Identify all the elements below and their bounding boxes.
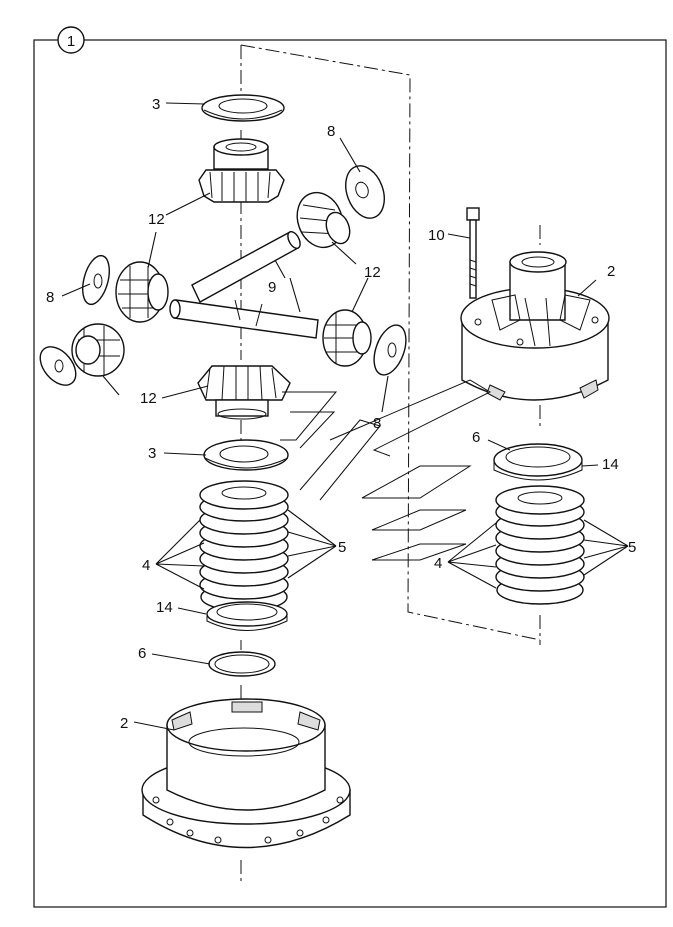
spacer-ring-left xyxy=(206,601,288,631)
pinion-gear-right xyxy=(322,309,372,367)
callout-2-right: 2 xyxy=(607,263,615,280)
callout-6-right: 6 xyxy=(472,429,480,446)
callout-8-top-right: 8 xyxy=(327,123,335,140)
callout-14-left: 14 xyxy=(156,599,173,616)
thrust-washer-top xyxy=(201,94,285,122)
cross-shaft-pins xyxy=(169,231,319,339)
thrust-washer-right-lower xyxy=(373,324,407,376)
retaining-ring-left xyxy=(208,651,276,677)
clutch-disc-stack-left xyxy=(199,480,289,612)
diagram-frame xyxy=(33,39,667,908)
clutch-disc-stack-right xyxy=(495,485,585,605)
callout-9: 9 xyxy=(268,279,276,296)
callout-3-lower: 3 xyxy=(148,445,156,462)
frame-number-circle xyxy=(57,26,85,54)
callout-5-left: 5 xyxy=(338,539,346,556)
pinion-gear-upper-right xyxy=(296,191,351,249)
differential-housing-cover xyxy=(460,251,610,401)
pinion-gear-lower-left xyxy=(71,323,125,377)
tab-alignment-guides xyxy=(280,379,492,561)
callout-6-left: 6 xyxy=(138,645,146,662)
callout-4-right: 4 xyxy=(434,555,442,572)
housing-bolt xyxy=(466,207,480,299)
thrust-washer-right xyxy=(345,165,385,219)
callout-10: 10 xyxy=(428,227,445,244)
thrust-washer-lower-left xyxy=(39,346,77,386)
callout-4-left: 4 xyxy=(142,557,150,574)
bearing-rings-right xyxy=(493,443,583,481)
leader-lines xyxy=(61,102,629,731)
callout-5-right: 5 xyxy=(628,539,636,556)
thrust-washer-left xyxy=(82,254,110,306)
callout-14-right: 14 xyxy=(602,456,619,473)
callout-12-top: 12 xyxy=(148,211,165,228)
callout-labels: 3 8 12 12 12 9 10 2 12 8 12 8 3 6 14 4 5… xyxy=(46,96,636,732)
callout-12-bottom: 12 xyxy=(140,390,157,407)
side-gear-top xyxy=(198,138,285,203)
callout-8-left: 8 xyxy=(46,289,54,306)
callout-12-right-upper: 12 xyxy=(364,264,381,281)
callout-2-left: 2 xyxy=(120,715,128,732)
pinion-gear-left xyxy=(115,261,169,323)
differential-housing-lower xyxy=(141,698,351,849)
side-gear-lower xyxy=(197,365,291,420)
callout-3-top: 3 xyxy=(152,96,160,113)
callout-8-right-lower: 8 xyxy=(373,415,381,432)
frame-number: 1 xyxy=(67,33,75,50)
thrust-washer-lower xyxy=(203,439,289,471)
